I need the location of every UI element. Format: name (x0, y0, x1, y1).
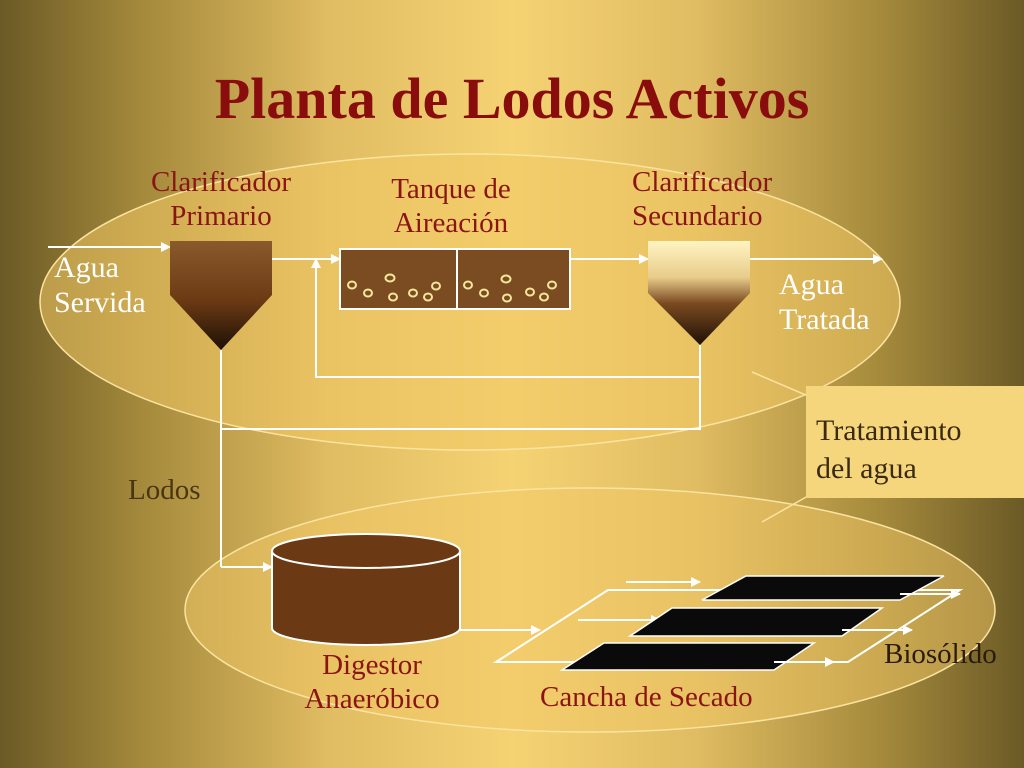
aeration-tank (339, 248, 571, 310)
label-clarificador-primario-line2: Primario (170, 200, 272, 233)
label-clarificador-primario: Clarificador Primario (136, 165, 306, 233)
callout-leader-upper (751, 371, 809, 397)
label-agua-servida-line2: Servida (54, 286, 146, 320)
callout-line1: Tratamiento (816, 414, 962, 447)
drying-bed-1 (701, 575, 945, 601)
label-cancha-secado: Cancha de Secado (540, 681, 753, 713)
primary-clarifier (170, 241, 272, 350)
label-tanque-aireacion-line2: Aireación (393, 207, 509, 240)
page-title: Planta de Lodos Activos (214, 66, 810, 131)
callout-leader-lower (761, 495, 809, 523)
bed-feed-arrows (578, 577, 701, 625)
label-digestor-line1: Digestor (322, 649, 422, 681)
label-clarificador-secundario: Clarificador Secundario (632, 165, 772, 233)
label-clarificador-secundario-line2: Secundario (632, 200, 763, 233)
label-clarificador-secundario-line1: Clarificador (632, 166, 773, 198)
drying-bed-3 (559, 642, 817, 671)
tratamiento-callout: Tratamiento del agua (806, 386, 1024, 498)
label-lodos: Lodos (128, 474, 201, 506)
aeration-bubbles (347, 273, 557, 303)
label-agua-servida: Agua Servida (54, 250, 146, 321)
anaerobic-digester (271, 533, 461, 646)
drying-bed-2 (627, 607, 885, 637)
label-agua-tratada-line2: Tratada (779, 303, 870, 337)
label-biosolido: Biosólido (884, 638, 997, 670)
label-agua-tratada: Agua Tratada (779, 267, 870, 338)
secondary-clarifier (648, 241, 750, 345)
callout-line2: del agua (816, 451, 917, 485)
biosolid-outlet-arrows (774, 589, 961, 667)
label-clarificador-primario-line1: Clarificador (150, 166, 292, 198)
waste-sludge-line (221, 345, 701, 430)
drying-beds (559, 575, 945, 671)
label-digestor-line2: Anaeróbico (304, 683, 440, 716)
label-agua-servida-line1: Agua (54, 251, 119, 284)
label-tanque-aireacion: Tanque de Aireación (366, 172, 536, 240)
label-digestor: Digestor Anaeróbico (282, 648, 462, 716)
label-tanque-aireacion-line1: Tanque de (391, 173, 511, 205)
label-agua-tratada-line1: Agua (779, 268, 844, 301)
